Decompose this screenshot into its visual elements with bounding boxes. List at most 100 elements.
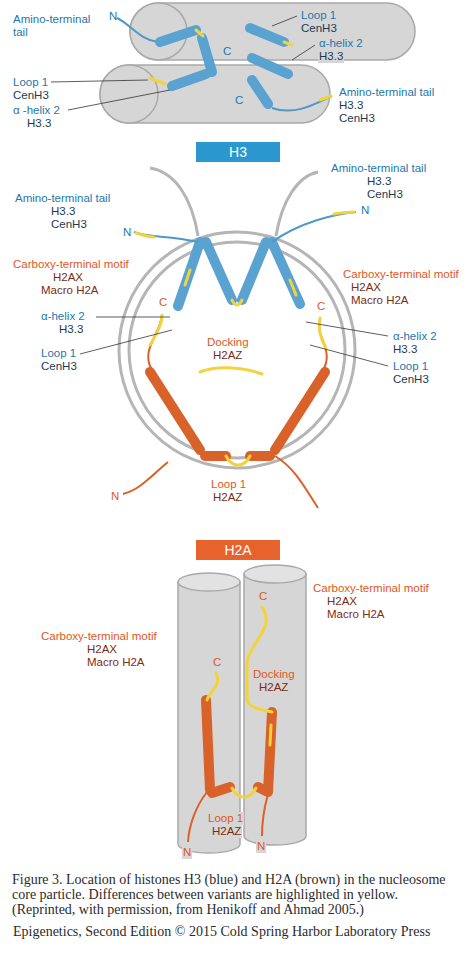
helix (202, 38, 212, 72)
variant-highlight (247, 607, 272, 712)
tail (262, 794, 268, 836)
leader-line (96, 317, 170, 318)
feature-label: C (158, 296, 168, 309)
variant-label: Macro H2A (86, 656, 146, 669)
variant-label: H3.3 (392, 343, 418, 356)
feature-label: N (108, 10, 118, 23)
variant-highlight (226, 456, 250, 465)
variant-highlight (319, 318, 326, 348)
helix (172, 74, 206, 86)
feature-label: Carboxy-terminal motif (40, 630, 158, 643)
feature-label: C (212, 656, 222, 669)
feature-label: Loop 1 (300, 9, 337, 22)
variant-label: CenH3 (12, 89, 50, 102)
variant-label: H3.3 (26, 117, 52, 130)
helix (250, 451, 270, 461)
variant-label: H2AX (86, 643, 118, 656)
feature-label: α-helix 2 (40, 310, 86, 323)
variant-highlight (232, 300, 242, 305)
tail (148, 315, 162, 370)
leader-line (306, 322, 388, 336)
helix (160, 30, 196, 42)
dna-gyre (130, 3, 415, 60)
variant-highlight (150, 315, 162, 345)
variant-label: CenH3 (338, 112, 376, 125)
variant-label: H2AX (326, 595, 358, 608)
leader-line (80, 330, 172, 354)
feature-label: Amino-terminal tail (14, 192, 111, 205)
variant-label: CenH3 (392, 373, 430, 386)
helix (242, 242, 266, 300)
variant-label: Macro H2A (350, 294, 410, 307)
feature-label: C (222, 45, 232, 58)
box-label: H3 (229, 144, 247, 160)
variant-label: H2AX (52, 271, 84, 284)
variant-label: CenH3 (300, 22, 338, 35)
variant-highlight (196, 30, 203, 36)
variant-label: H2AZ (212, 349, 243, 362)
variant-highlight (136, 233, 154, 237)
feature-label: C (234, 94, 244, 107)
feature-label: Loop 1 (210, 478, 247, 491)
helix (206, 700, 210, 790)
variant-highlight (284, 42, 292, 45)
feature-label: N (360, 204, 370, 217)
h3-key-box: H3 (196, 142, 280, 162)
feature-label: Carboxy-terminal motif (342, 268, 460, 281)
variant-highlight (200, 368, 262, 374)
variant-highlight (290, 280, 296, 295)
box-label: H2A (224, 542, 251, 558)
variant-label: H3.3 (50, 205, 76, 218)
variant-label: H3.3 (338, 99, 364, 112)
helix (258, 787, 266, 791)
tail (319, 318, 327, 370)
dna-ring (119, 232, 355, 468)
feature-label: N (182, 846, 192, 859)
variant-highlight (185, 270, 190, 285)
feature-label: Carboxy-terminal motif (12, 258, 130, 271)
feature-label: Docking (206, 336, 250, 349)
dna-ring (129, 242, 345, 458)
feature-label: C (316, 300, 326, 313)
feature-label: N (122, 226, 132, 239)
feature-label: Amino-terminal tail (330, 162, 427, 175)
leader-line (310, 345, 388, 366)
dna-gyre (244, 574, 306, 845)
feature-label: Loop 1 (392, 360, 429, 373)
variant-highlight (334, 212, 354, 214)
helix (212, 787, 230, 793)
feature-label: α -helix 2 (12, 104, 61, 117)
helix (272, 242, 300, 304)
tail (275, 456, 318, 508)
variant-label: Macro H2A (326, 608, 386, 621)
helix (268, 712, 272, 792)
helix (206, 242, 232, 300)
variant-label: CenH3 (50, 218, 88, 231)
tail (134, 232, 198, 242)
helix (250, 28, 284, 42)
feature-label: Loop 1 (40, 347, 77, 360)
helix (205, 451, 226, 461)
tail (117, 18, 158, 42)
tail (123, 462, 168, 494)
feature-label: Loop 1 (12, 76, 49, 89)
feature-label: Amino-terminal tail (338, 86, 435, 99)
helix (178, 242, 200, 306)
tail (272, 96, 332, 111)
tail (272, 212, 356, 242)
variant-label: CenH3 (40, 360, 78, 373)
variant-highlight (207, 673, 218, 700)
dna-strand (276, 172, 318, 236)
variant-highlight (270, 725, 271, 745)
variant-label: H2AX (350, 281, 382, 294)
variant-label: H2AZ (258, 681, 289, 694)
dna-gyre-end (244, 565, 306, 583)
helix (275, 372, 325, 450)
helix (252, 80, 268, 104)
leader-line (51, 80, 148, 82)
variant-highlight (150, 78, 165, 84)
feature-label: N (256, 840, 266, 853)
feature-label: Docking (252, 668, 296, 681)
variant-label: H3.3 (318, 50, 344, 63)
leader-line (272, 16, 297, 26)
